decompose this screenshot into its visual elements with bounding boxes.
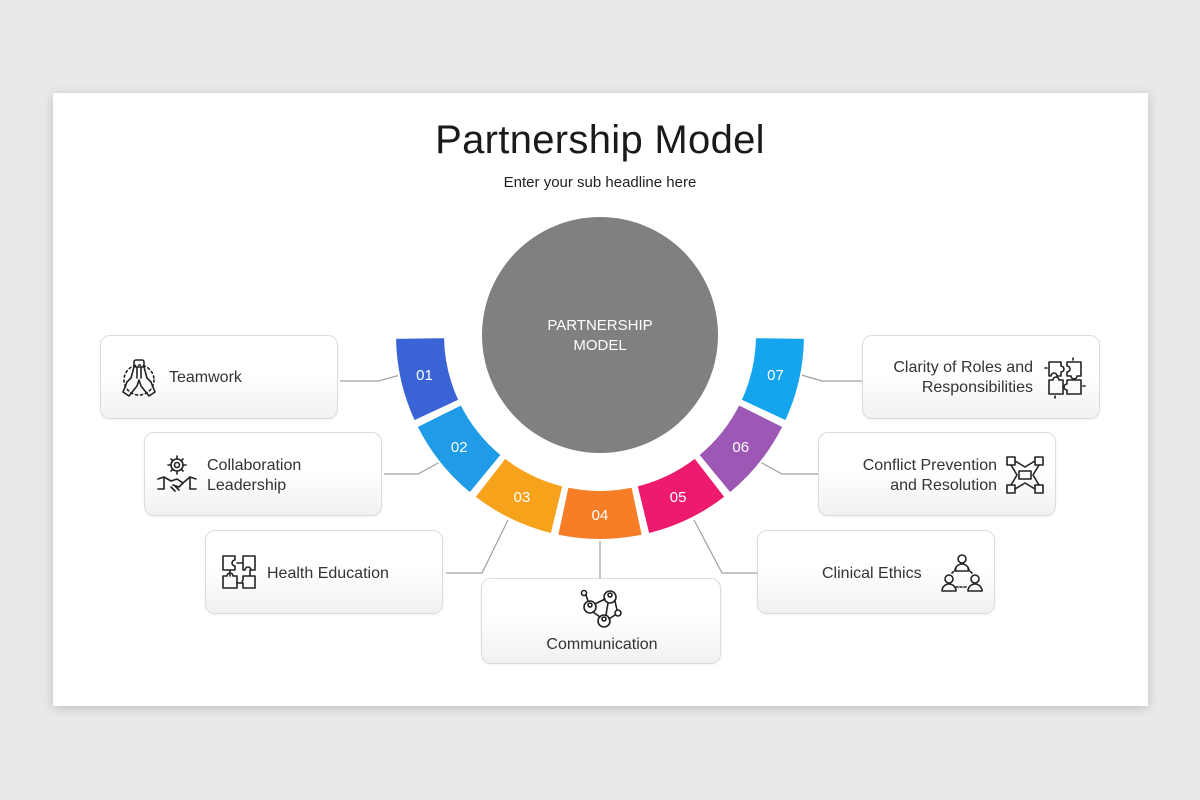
card-label-teamwork: Teamwork bbox=[169, 369, 242, 386]
ring-segment-05[interactable] bbox=[635, 456, 727, 536]
connector-line-03 bbox=[446, 519, 509, 574]
card-conflict-prevention[interactable]: Conflict Prevention and Resolution bbox=[818, 432, 1056, 516]
puzzle-hands-icon bbox=[222, 555, 256, 589]
ring-segment-number-04: 04 bbox=[592, 507, 609, 524]
center-circle bbox=[482, 217, 718, 453]
fists-together-icon bbox=[1006, 456, 1044, 494]
ring-segment-number-05: 05 bbox=[670, 489, 687, 506]
page-subtitle: Enter your sub headline here bbox=[503, 174, 697, 191]
ring-segment-04[interactable] bbox=[556, 485, 644, 542]
card-label-health-education: Health Education bbox=[267, 565, 389, 582]
ring-segment-01[interactable] bbox=[394, 336, 461, 423]
card-collaboration-leadership[interactable]: Collaboration Leadership bbox=[144, 432, 382, 516]
card-label-clarity-of-roles: Clarity of Roles and Responsibilities bbox=[893, 359, 1033, 396]
ring-segment-02[interactable] bbox=[415, 403, 503, 495]
connector-line-06 bbox=[759, 461, 818, 475]
ring-segment-03[interactable] bbox=[473, 456, 565, 536]
ring-segment-number-01: 01 bbox=[416, 367, 433, 384]
hands-together-icon bbox=[122, 359, 156, 397]
ring-segment-number-07: 07 bbox=[767, 367, 784, 384]
card-clinical-ethics[interactable]: Clinical Ethics bbox=[757, 530, 995, 614]
ring-segment-07[interactable] bbox=[739, 336, 806, 423]
connector-line-07 bbox=[797, 373, 862, 382]
ring-segment-06[interactable] bbox=[697, 403, 785, 495]
card-health-education[interactable]: Health Education bbox=[205, 530, 443, 614]
ring-segment-number-03: 03 bbox=[514, 489, 531, 506]
connector-lines bbox=[340, 373, 862, 578]
center-label: PARTNERSHIP MODEL bbox=[547, 317, 653, 354]
connector-line-02 bbox=[384, 461, 441, 475]
connector-line-05 bbox=[693, 519, 757, 574]
card-label-clinical-ethics: Clinical Ethics bbox=[822, 565, 922, 582]
puzzle-pieces-icon bbox=[1044, 357, 1086, 399]
card-teamwork[interactable]: Teamwork bbox=[100, 335, 338, 419]
network-people-icon bbox=[580, 589, 622, 628]
ring-segment-number-02: 02 bbox=[451, 439, 468, 456]
connector-line-01 bbox=[340, 373, 405, 382]
page-title: Partnership Model bbox=[435, 118, 765, 162]
card-label-communication: Communication bbox=[546, 636, 658, 653]
card-label-conflict-prevention: Conflict Prevention and Resolution bbox=[862, 457, 997, 494]
card-clarity-of-roles[interactable]: Clarity of Roles and Responsibilities bbox=[862, 335, 1100, 419]
card-communication[interactable]: Communication bbox=[481, 578, 721, 664]
ring-segment-number-06: 06 bbox=[732, 439, 749, 456]
handshake-gear-icon bbox=[157, 455, 197, 492]
card-label-collaboration-leadership: Collaboration Leadership bbox=[207, 457, 302, 494]
people-triangle-icon bbox=[941, 554, 983, 592]
